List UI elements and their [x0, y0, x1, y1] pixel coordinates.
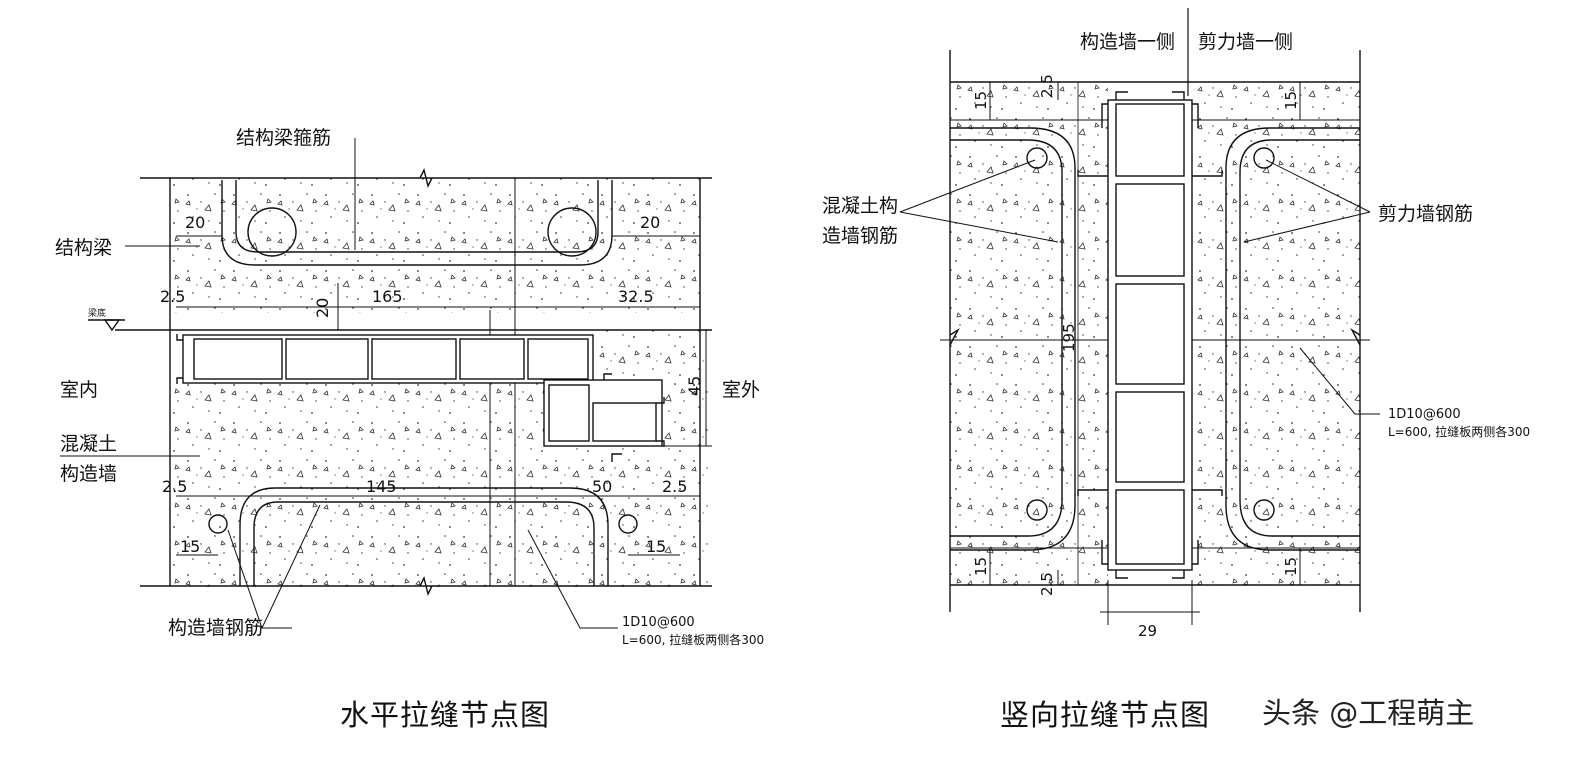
- dim-50: 50: [592, 477, 612, 496]
- outdoor-concrete: [592, 328, 704, 386]
- constructional-concrete: [950, 82, 1108, 585]
- indoor-label: 室内: [60, 379, 98, 401]
- shear-concrete: [1192, 82, 1360, 585]
- wall-rebar-label: 构造墙钢筋: [168, 617, 263, 639]
- dim-15-br: 15: [1282, 557, 1300, 576]
- dim-2-5-bl: 2.5: [162, 477, 187, 496]
- dim-20-vertical: 20: [313, 298, 332, 318]
- conc-rebar-label-line1: 混凝土构: [822, 195, 898, 217]
- vertical-seam-drawing: [899, 8, 1380, 625]
- left-caption: 水平拉缝节点图: [340, 698, 551, 732]
- right-tie-spec-line1: 1D10@600: [1388, 407, 1461, 422]
- dim-20-right: 20: [640, 213, 660, 232]
- dim-15-bl: 15: [972, 557, 990, 576]
- right-caption: 竖向拉缝节点图: [1000, 698, 1211, 732]
- dim-145: 145: [366, 477, 397, 496]
- dim-29: 29: [1138, 622, 1157, 640]
- beam-label: 结构梁: [55, 237, 112, 259]
- horizontal-seam-drawing: [60, 138, 712, 629]
- dim-195: 195: [1060, 323, 1078, 352]
- dim-2-5-br: 2.5: [662, 477, 687, 496]
- beam-stirrup-label: 结构梁箍筋: [236, 127, 331, 149]
- side-constructional-label: 构造墙一侧: [1080, 31, 1175, 53]
- tie-spec-line1: 1D10@600: [622, 615, 695, 630]
- tie-spec-line2: L=600, 拉缝板两侧各300: [622, 632, 764, 647]
- dim-2-5-bottom: 2.5: [1038, 572, 1056, 596]
- dim-2-5-top: 2.5: [1038, 74, 1056, 98]
- beam-bottom-label: 梁底: [88, 307, 106, 319]
- outdoor-label: 室外: [722, 379, 760, 401]
- dim-2-5-tl: 2.5: [160, 287, 185, 306]
- dim-20-left: 20: [185, 213, 205, 232]
- right-tie-spec-line2: L=600, 拉缝板两侧各300: [1388, 424, 1530, 439]
- seam-cell: [193, 338, 283, 380]
- dim-32-5: 32.5: [618, 287, 654, 306]
- dim-15-right: 15: [646, 537, 666, 556]
- dim-165: 165: [372, 287, 403, 306]
- dim-15-tl: 15: [972, 91, 990, 110]
- side-shear-label: 剪力墙一侧: [1198, 31, 1293, 53]
- watermark: 头条 @工程萌主: [1262, 696, 1475, 730]
- shear-rebar-label: 剪力墙钢筋: [1378, 203, 1473, 225]
- dim-15-tr: 15: [1282, 91, 1300, 110]
- wall-label-line2: 构造墙: [60, 463, 117, 485]
- dim-15-left: 15: [180, 537, 200, 556]
- wall-label-line1: 混凝土: [60, 433, 117, 455]
- conc-rebar-label-line2: 造墙钢筋: [822, 225, 898, 247]
- dim-45: 45: [685, 376, 704, 396]
